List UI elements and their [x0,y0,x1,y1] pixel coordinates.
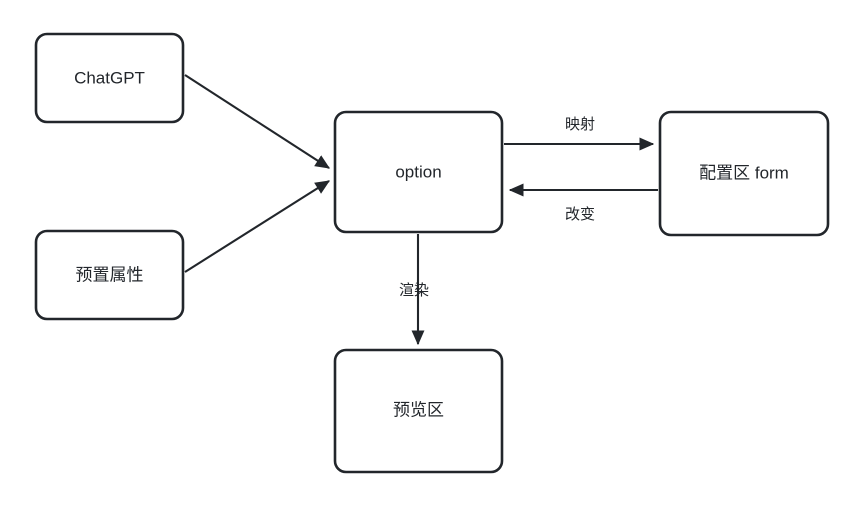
node-config-form-label: 配置区 form [699,163,789,182]
edge-label-change: 改变 [565,206,595,223]
node-config-form[interactable]: 配置区 form [658,110,830,237]
node-preset-attributes-label: 预置属性 [76,265,144,284]
node-chatgpt-label: ChatGPT [74,68,145,87]
node-config-form-rect[interactable] [658,110,830,237]
edge-label-mapping: 映射 [565,116,595,133]
edge-chatgpt-to-option [184,74,330,169]
edge-form-to-option: 改变 [508,183,658,223]
node-chatgpt-rect[interactable] [34,32,185,124]
node-option-rect[interactable] [333,110,504,234]
node-preview-area[interactable]: 预览区 [333,348,504,474]
node-preset-attributes[interactable]: 预置属性 [34,229,185,321]
edge-label-render: 渲染 [399,282,429,299]
edge-chatgpt-to-option-line [184,74,330,169]
edge-preset-to-option [184,180,330,273]
edge-preset-to-option-line [184,180,330,273]
node-preview-area-label: 预览区 [393,400,444,419]
node-option-label: option [395,162,441,181]
node-option[interactable]: option [333,110,504,234]
edge-option-to-preview: 渲染 [399,234,429,346]
node-preview-area-rect[interactable] [333,348,504,474]
edge-option-to-form: 映射 [504,116,655,151]
node-chatgpt[interactable]: ChatGPT [34,32,185,124]
node-preset-attributes-rect[interactable] [34,229,185,321]
